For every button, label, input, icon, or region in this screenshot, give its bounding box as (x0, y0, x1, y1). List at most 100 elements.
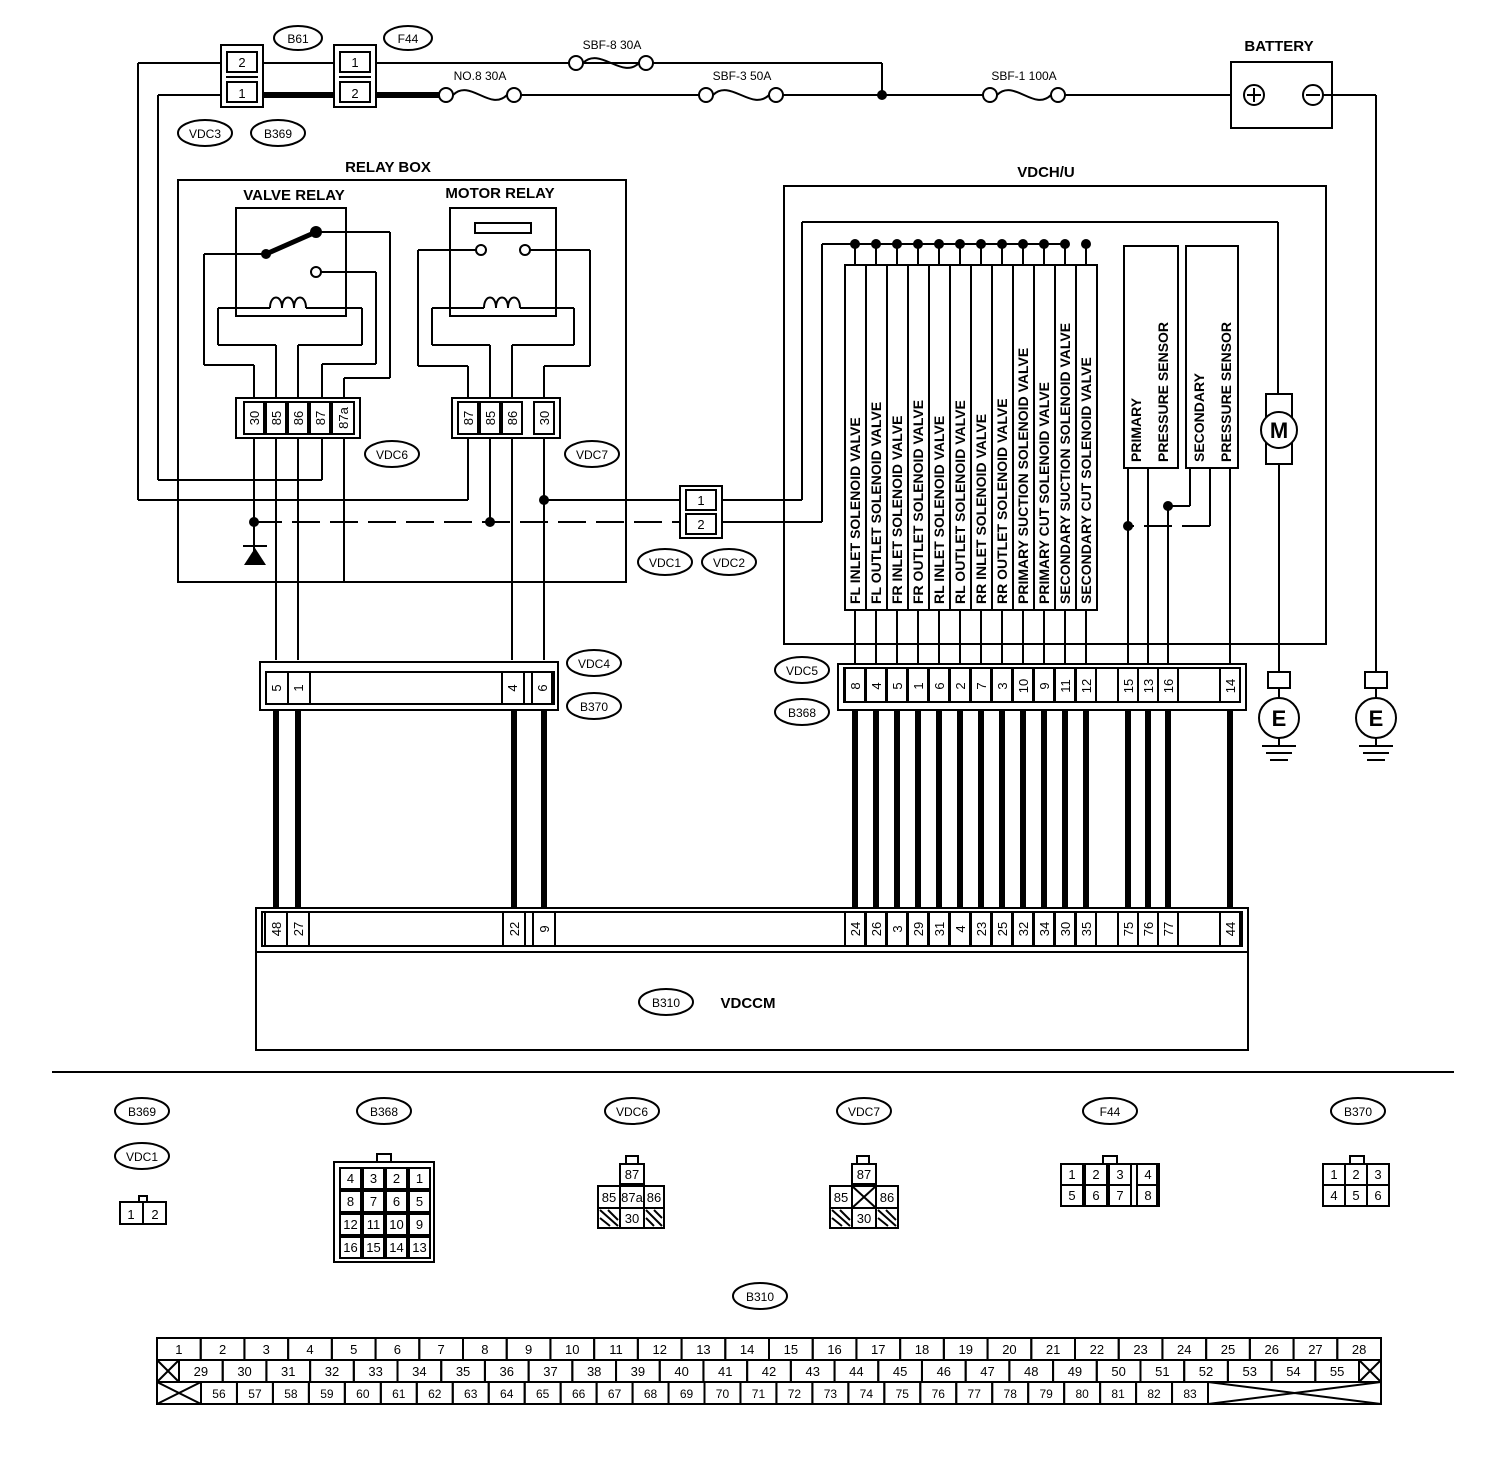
b310-pin: 76 (932, 1387, 946, 1401)
b310-pin: 45 (893, 1364, 907, 1379)
b310-pin: 17 (871, 1342, 885, 1357)
svg-text:1: 1 (127, 1207, 134, 1222)
svg-text:30: 30 (537, 411, 552, 425)
svg-text:M: M (1270, 418, 1288, 443)
svg-text:B370: B370 (580, 700, 608, 714)
valve-label: FR OUTLET SOLENOID VALVE (910, 400, 926, 604)
b310-pin: 54 (1286, 1364, 1300, 1379)
b310-pin: 4 (306, 1342, 313, 1357)
svg-text:87: 87 (857, 1167, 871, 1182)
b368-pin: 16 (343, 1240, 357, 1255)
b368-pin: 13 (412, 1240, 426, 1255)
b310-pin: 12 (652, 1342, 666, 1357)
connector-f44: 1 2 (333, 44, 377, 108)
valve-label: RR OUTLET SOLENOID VALVE (994, 398, 1010, 604)
f44-pin: 8 (1144, 1188, 1151, 1203)
b368-pin: 12 (343, 1217, 357, 1232)
b310-pin: 53 (1243, 1364, 1257, 1379)
module-pin: 35 (1079, 922, 1094, 936)
module-pin: 31 (932, 922, 947, 936)
svg-text:87: 87 (625, 1167, 639, 1182)
svg-text:PRESSURE SENSOR: PRESSURE SENSOR (1218, 322, 1234, 462)
oval-b369: B369 (250, 119, 306, 147)
b310-pin: 23 (1133, 1342, 1147, 1357)
b310-pin: 8 (481, 1342, 488, 1357)
svg-text:F44: F44 (398, 32, 419, 46)
b310-pin: 58 (284, 1387, 298, 1401)
svg-text:MOTOR RELAY: MOTOR RELAY (445, 185, 554, 202)
svg-text:VDC1: VDC1 (649, 556, 681, 570)
connector-vdc4: 5 1 4 6 (259, 661, 559, 711)
b310-pin: 82 (1147, 1387, 1161, 1401)
b310-pin: 39 (631, 1364, 645, 1379)
vdc5-pin: 5 (890, 682, 905, 689)
b310-pin: 50 (1111, 1364, 1125, 1379)
valve-label: SECONDARY CUT SOLENOID VALVE (1078, 357, 1094, 604)
b310-pin: 34 (412, 1364, 426, 1379)
oval-vdc5: VDC5 (774, 656, 830, 684)
b310-pin: 31 (281, 1364, 295, 1379)
b310-pin: 26 (1264, 1342, 1278, 1357)
valve-label: PRIMARY CUT SOLENOID VALVE (1036, 382, 1052, 604)
b310-pin: 27 (1308, 1342, 1322, 1357)
b370-pin: 3 (1374, 1167, 1381, 1182)
vdc5-pin: 11 (1058, 679, 1073, 693)
module-pin: 4 (953, 925, 968, 932)
b370-pin: 4 (1330, 1188, 1337, 1203)
b310-pin: 70 (716, 1387, 730, 1401)
svg-text:1: 1 (697, 493, 704, 508)
svg-text:85: 85 (602, 1190, 616, 1205)
svg-text:SBF-8 30A: SBF-8 30A (583, 38, 642, 52)
b310-pin: 80 (1075, 1387, 1089, 1401)
b310-pin: 81 (1111, 1387, 1125, 1401)
svg-text:E: E (1369, 706, 1384, 731)
svg-text:B310: B310 (746, 1290, 774, 1304)
valve-label: RL OUTLET SOLENOID VALVE (952, 400, 968, 604)
module-pin: 26 (869, 922, 884, 936)
oval-b368: B368 (774, 698, 830, 726)
module-pin: 75 (1121, 922, 1136, 936)
b370-pin: 2 (1352, 1167, 1359, 1182)
b370-pin: 5 (1352, 1188, 1359, 1203)
b310-pin: 36 (500, 1364, 514, 1379)
b368-pin: 14 (389, 1240, 403, 1255)
svg-text:PRIMARY: PRIMARY (1128, 397, 1144, 462)
svg-text:VDC5: VDC5 (786, 664, 818, 678)
oval-f44: F44 (383, 25, 433, 51)
svg-text:B368: B368 (788, 706, 816, 720)
b310-pin: 44 (849, 1364, 863, 1379)
b310-pin: 7 (438, 1342, 445, 1357)
b310-pin: 64 (500, 1387, 514, 1401)
svg-text:2: 2 (151, 1207, 158, 1222)
svg-text:86: 86 (505, 411, 520, 425)
svg-text:B368: B368 (370, 1105, 398, 1119)
b310-pin: 62 (428, 1387, 442, 1401)
svg-text:F44: F44 (1100, 1105, 1121, 1119)
svg-text:B370: B370 (1344, 1105, 1372, 1119)
oval-vdc3: VDC3 (177, 119, 233, 147)
valve-label: SECONDARY SUCTION SOLENOID VALVE (1057, 323, 1073, 604)
module-pin: 22 (507, 922, 522, 936)
svg-text:2: 2 (697, 517, 704, 532)
b310-pin: 49 (1068, 1364, 1082, 1379)
svg-text:86: 86 (647, 1190, 661, 1205)
b368-pin: 6 (393, 1194, 400, 1209)
b310-pin: 40 (674, 1364, 688, 1379)
b310-pin: 60 (356, 1387, 370, 1401)
b310-pin: 61 (392, 1387, 406, 1401)
svg-text:NO.8 30A: NO.8 30A (454, 69, 507, 83)
b310-pin: 56 (212, 1387, 226, 1401)
b310-pin: 67 (608, 1387, 622, 1401)
f44-pin: 3 (1116, 1167, 1123, 1182)
vdc5-pin: 16 (1161, 679, 1176, 693)
vdc5-pin: 13 (1141, 679, 1156, 693)
svg-text:5: 5 (269, 684, 284, 691)
f44-pin: 4 (1144, 1167, 1151, 1182)
svg-text:VDC6: VDC6 (616, 1105, 648, 1119)
svg-text:1: 1 (351, 55, 358, 70)
svg-text:30: 30 (247, 411, 262, 425)
f44-pin: 5 (1068, 1188, 1075, 1203)
b310-pin: 42 (762, 1364, 776, 1379)
